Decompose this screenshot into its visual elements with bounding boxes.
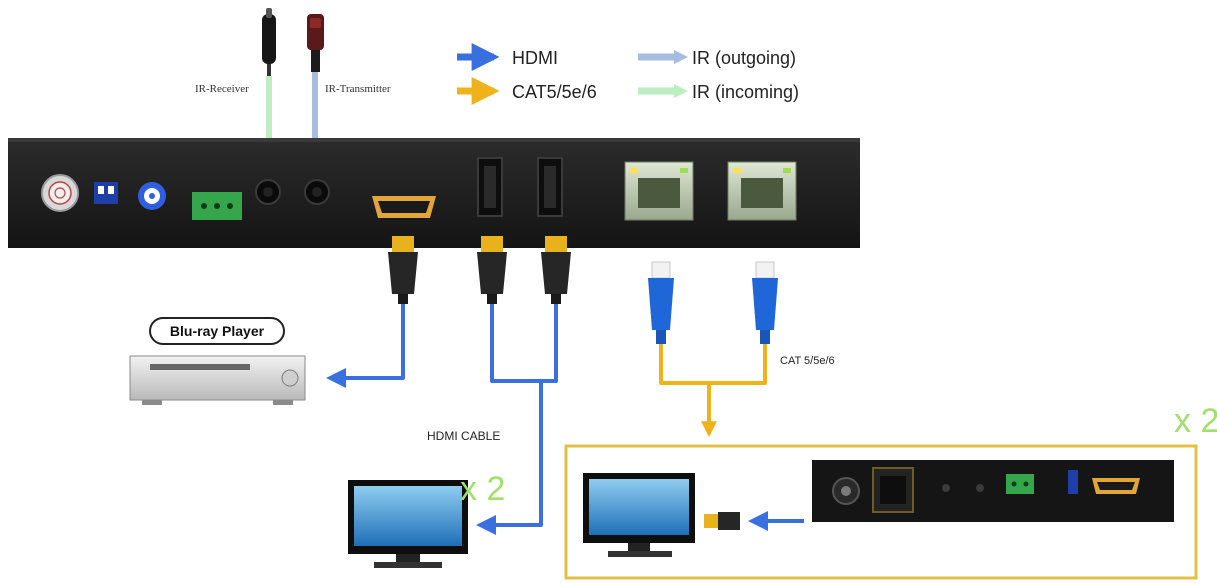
hdmi-cable-out-2: [541, 304, 558, 383]
ir-transmitter-label: IR-Transmitter: [325, 83, 391, 95]
hdmi-plug-icon: [477, 252, 507, 294]
receiver-frame: [564, 444, 1198, 580]
legend-item-ir-outgoing: IR (outgoing): [638, 48, 796, 68]
hdmi-cables: [326, 304, 558, 535]
legend-label-ir-outgoing: IR (outgoing): [692, 48, 796, 68]
cat-cable-2: [709, 344, 767, 385]
ir-receiver-icon: [262, 14, 276, 64]
blu-ray-player: Blu-ray Player: [129, 317, 306, 405]
hdmi-plug-input: [388, 236, 418, 304]
hdmi-out-port-1-icon: [477, 157, 503, 217]
legend-item-hdmi: HDMI: [457, 43, 558, 71]
hdmi-cable-label: HDMI CABLE: [427, 429, 500, 443]
hdmi-out-port-2-icon: [537, 157, 563, 217]
ir-receiver-label: IR-Receiver: [195, 83, 249, 95]
dip-switch-icon: [1068, 470, 1078, 494]
hdmi-plug-out-1: [477, 236, 507, 304]
receiver-tv: [583, 473, 695, 557]
legend-label-ir-incoming: IR (incoming): [692, 82, 799, 102]
cat-cable-1: [659, 344, 709, 385]
receiver-panel: [812, 460, 1174, 522]
blu-ray-player-icon: [129, 355, 306, 401]
ir-in-legend-arrowhead: [674, 84, 688, 98]
led-icon: [976, 484, 984, 492]
hdmi-plug-icon: [541, 252, 571, 294]
receiver-group: x 2: [564, 402, 1217, 580]
rj45-port-2-icon: [727, 161, 797, 221]
hdmi-plug-icon: [718, 512, 740, 530]
rj45-port-1-icon: [624, 161, 694, 221]
cat-plug-icon: [752, 278, 778, 330]
tv-multiplier-label: x 2: [460, 470, 505, 508]
hdmi-plug-out-2: [541, 236, 571, 304]
cat-plug-icon: [648, 278, 674, 330]
legend-item-cat: CAT5/5e/6: [457, 77, 597, 105]
hdmi-cable-to-bluray: [326, 304, 405, 388]
receiver-multiplier-label: x 2: [1174, 402, 1217, 440]
blu-ray-label: Blu-ray Player: [170, 323, 265, 339]
hdmi-plug-icon: [388, 252, 418, 294]
legend: HDMI CAT5/5e/6 IR (outgoing) IR (incomin…: [457, 43, 799, 105]
ir-out-legend-arrowhead: [674, 50, 688, 64]
cat-cable-label: CAT 5/5e/6: [780, 355, 835, 367]
cat-cables: [659, 344, 767, 438]
blu-ray-label-box: [149, 317, 285, 345]
legend-item-ir-incoming: IR (incoming): [638, 82, 799, 102]
dip-switch-icon: [94, 182, 118, 204]
legend-label-cat: CAT5/5e/6: [512, 82, 597, 102]
led-icon: [942, 484, 950, 492]
tv-display: x 2: [348, 470, 505, 568]
cat-plug-1: [648, 261, 674, 344]
terminal-block-icon: [1006, 474, 1034, 494]
transmitter-rear-panel: [8, 138, 860, 248]
receiver-hdmi-plug: [704, 512, 740, 530]
legend-label-hdmi: HDMI: [512, 48, 558, 68]
cat-plug-2: [752, 261, 778, 344]
